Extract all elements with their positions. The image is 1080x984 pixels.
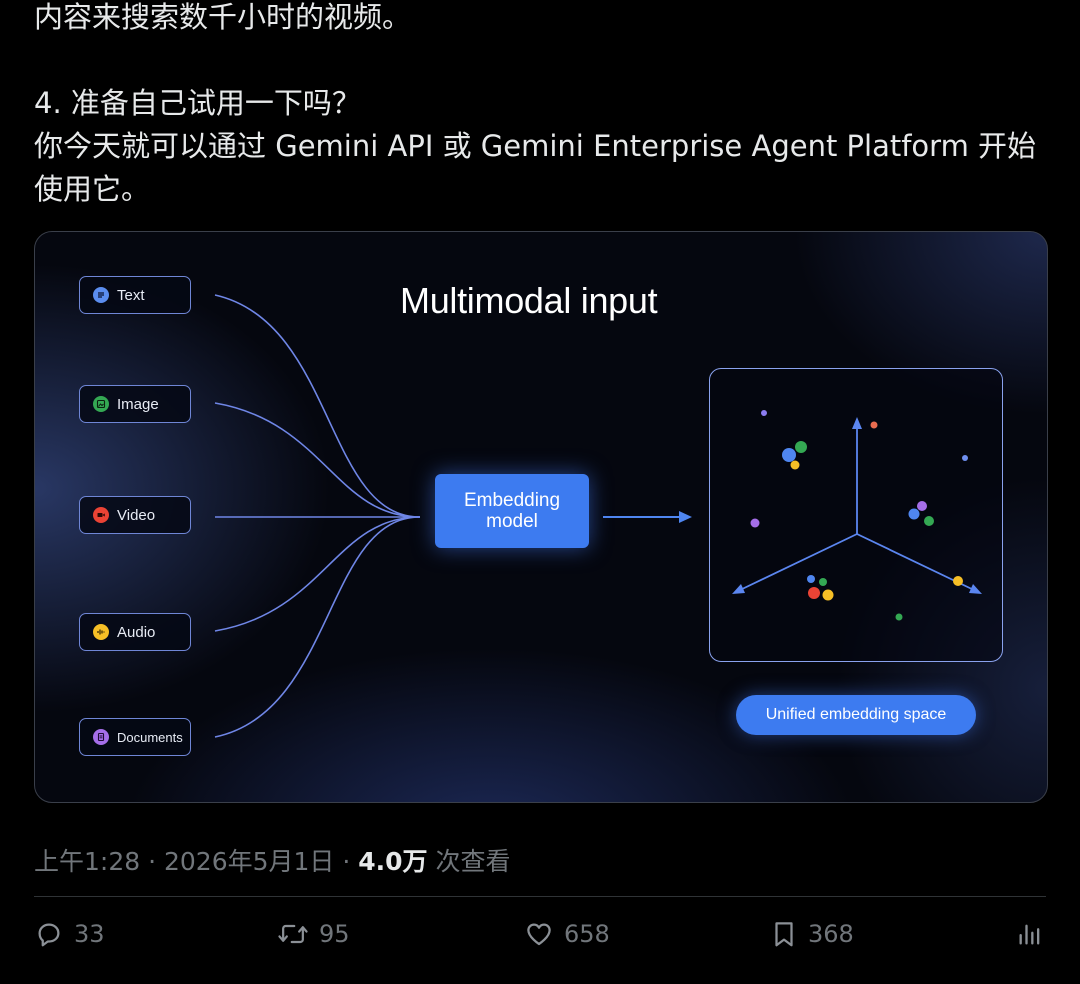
input-chip-video: Video	[79, 496, 191, 534]
repost-button[interactable]: 95	[277, 912, 350, 956]
tweet-time[interactable]: 上午1:28	[34, 847, 141, 876]
reply-count: 33	[74, 920, 105, 948]
view-label: 次查看	[427, 847, 511, 876]
tweet-line: 使用它。	[34, 172, 151, 206]
text-doc-icon	[93, 287, 109, 303]
tweet-line: 4. 准备自己试用一下吗？	[34, 86, 361, 120]
input-chip-audio: Audio	[79, 613, 191, 651]
media-image[interactable]: Text Image Video Audio Documents Multimo…	[34, 231, 1048, 803]
input-chip-image: Image	[79, 385, 191, 423]
unified-embedding-space-label: Unified embedding space	[736, 695, 976, 735]
like-count: 658	[564, 920, 610, 948]
video-icon	[93, 507, 109, 523]
bookmark-icon	[775, 922, 793, 947]
analytics-button[interactable]	[1016, 912, 1044, 956]
documents-icon	[93, 729, 109, 745]
embedding-model-box: Embedding model	[435, 474, 589, 548]
connector-lines	[214, 294, 692, 738]
embedding-space-axes	[732, 410, 982, 621]
tweet-metadata: 上午1:28 · 2026年5月1日 · 4.0万 次查看	[34, 847, 511, 876]
tweet-line: 内容来搜索数千小时的视频。	[34, 0, 412, 34]
reply-icon	[38, 923, 60, 947]
embedding-space-plot	[709, 368, 1003, 662]
tweet-line: 你今天就可以通过 Gemini API 或 Gemini Enterprise …	[34, 129, 1037, 163]
embedding-points	[750, 410, 968, 621]
view-count: 4.0万	[358, 847, 428, 876]
audio-icon	[93, 624, 109, 640]
bookmark-button[interactable]: 368	[770, 912, 854, 956]
analytics-icon	[1019, 924, 1040, 945]
heart-icon	[527, 923, 551, 946]
divider	[34, 896, 1046, 897]
like-button[interactable]: 658	[524, 912, 610, 956]
bookmark-count: 368	[808, 920, 854, 948]
repost-count: 95	[319, 920, 350, 948]
image-icon	[93, 396, 109, 412]
input-chip-documents: Documents	[79, 718, 191, 756]
reply-button[interactable]: 33	[34, 912, 105, 956]
repost-icon	[278, 924, 308, 944]
tweet-text: 内容来搜索数千小时的视频。 4. 准备自己试用一下吗？ 你今天就可以通过 Gem…	[34, 0, 1054, 211]
diagram-title: Multimodal input	[400, 280, 658, 321]
tweet-date[interactable]: 2026年5月1日	[163, 847, 335, 876]
input-chip-text: Text	[79, 276, 191, 314]
action-bar: 33 95 658 368	[34, 912, 1046, 956]
